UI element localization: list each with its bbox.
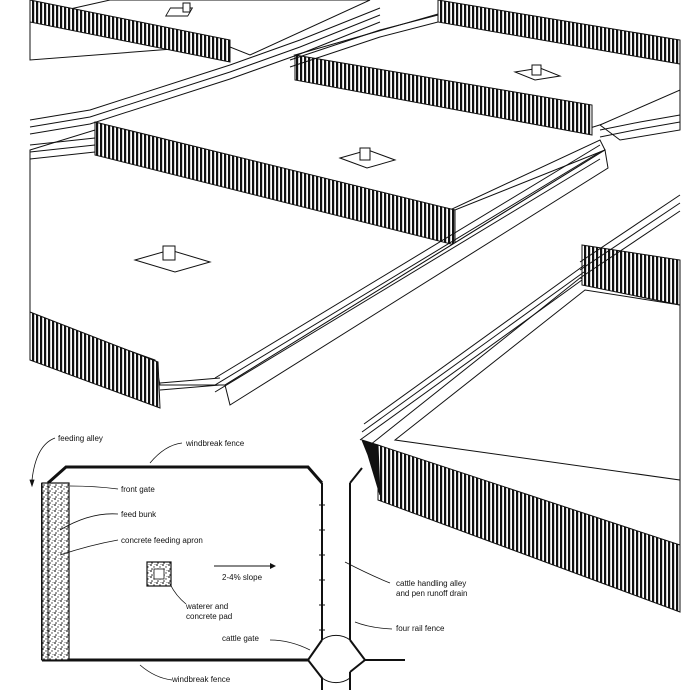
four-rail-fence — [29, 7, 681, 391]
waterer — [359, 147, 371, 161]
label-feed-bunk: feed bunk — [121, 510, 157, 519]
waterer — [182, 2, 191, 13]
label-handling-alley-1: cattle handling alley — [396, 579, 467, 588]
pen-right-lower — [359, 194, 681, 613]
label-waterer-1: waterer and — [186, 602, 229, 611]
label-cattle-gate: cattle gate — [222, 634, 259, 643]
label-slope: 2-4% slope — [222, 573, 263, 582]
waterer-pad-plan — [146, 561, 172, 587]
windbreak-fence — [294, 54, 593, 136]
windbreak-fence — [437, 0, 681, 65]
label-handling-alley-2: and pen runoff drain — [396, 589, 468, 598]
waterer-pad — [133, 249, 212, 273]
windbreak-fence-top — [47, 465, 324, 485]
plan-view — [29, 437, 405, 690]
label-four-rail-fence: four rail fence — [396, 624, 445, 633]
pen-top-right — [293, 0, 681, 136]
label-windbreak-fence-bottom: windbreak fence — [172, 675, 231, 684]
windbreak-fence — [29, 0, 231, 63]
label-front-gate: front gate — [121, 485, 155, 494]
label-waterer-2: concrete pad — [186, 612, 233, 621]
windbreak-fence — [29, 311, 161, 409]
waterer — [531, 64, 542, 76]
waterer — [162, 245, 176, 261]
isometric-view — [29, 0, 681, 613]
label-windbreak-fence-top: windbreak fence — [186, 439, 245, 448]
pen-top-left — [29, 0, 371, 63]
concrete-apron — [224, 149, 609, 406]
label-feeding-alley: feeding alley — [58, 434, 103, 443]
pen-far-right — [599, 89, 681, 141]
pen-centre — [29, 121, 609, 406]
label-concrete-feeding-apron: concrete feeding apron — [121, 536, 203, 545]
cattle-gate — [361, 439, 381, 496]
cattle-gate-plan — [307, 634, 405, 690]
feed-bunk — [41, 482, 70, 661]
